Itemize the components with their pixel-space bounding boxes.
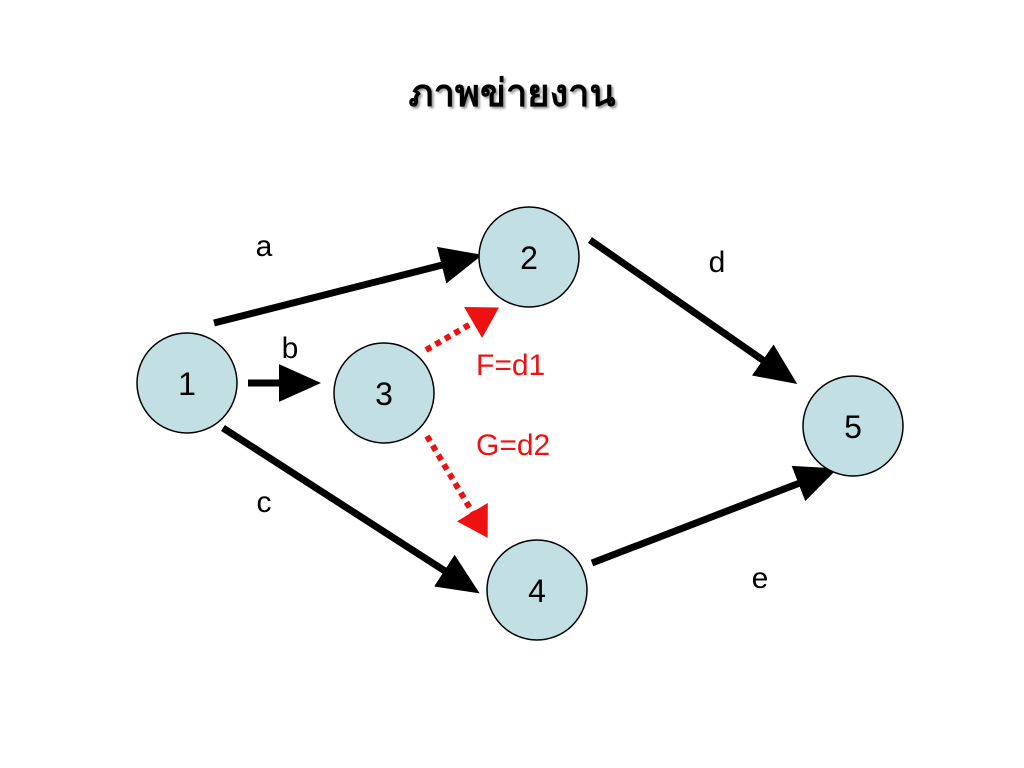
nodes: 1 2 3 4 5 xyxy=(136,206,904,641)
node-5: 5 xyxy=(802,375,904,477)
node-4-label: 4 xyxy=(528,573,546,609)
edge-e-label: e xyxy=(752,562,769,595)
node-4: 4 xyxy=(486,539,588,641)
node-1-label: 1 xyxy=(178,366,196,402)
node-1: 1 xyxy=(136,332,238,434)
edge-d-arrow xyxy=(588,237,798,384)
node-2-label: 2 xyxy=(520,240,538,276)
node-2-circle xyxy=(478,206,580,308)
node-5-circle xyxy=(802,375,904,477)
node-5-label: 5 xyxy=(844,409,862,445)
edge-a-arrow xyxy=(213,246,483,327)
node-3: 3 xyxy=(333,342,435,444)
edge-f-label: F=d1 xyxy=(476,349,545,382)
edge-g-dummy-arrow xyxy=(424,434,488,538)
node-1-circle xyxy=(136,332,238,434)
edge-f-dummy-arrow xyxy=(424,307,499,353)
edge-e-arrow xyxy=(590,465,838,567)
edges xyxy=(213,237,838,594)
node-3-circle xyxy=(333,342,435,444)
node-3-label: 3 xyxy=(375,376,393,412)
edge-c-arrow xyxy=(221,425,480,594)
node-4-circle xyxy=(486,539,588,641)
edge-b-label: b xyxy=(282,332,299,365)
edge-c-label: c xyxy=(257,486,272,519)
slide-title: ภาพข่ายงาน xyxy=(408,70,616,115)
node-2: 2 xyxy=(478,206,580,308)
edge-a-label: a xyxy=(256,230,273,263)
edge-d-label: d xyxy=(709,246,726,279)
edge-g-label: G=d2 xyxy=(476,429,550,462)
edge-labels: a b c d e F=d1 G=d2 xyxy=(256,230,769,595)
